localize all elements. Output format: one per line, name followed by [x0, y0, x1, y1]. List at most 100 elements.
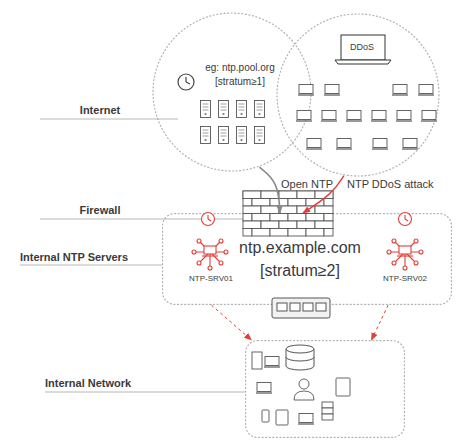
- firewall-wall: [297, 221, 315, 229]
- computer-icon: [396, 111, 412, 122]
- firewall-wall: [243, 214, 252, 222]
- computer-icon: [321, 111, 337, 122]
- laptop-icon: [335, 60, 391, 64]
- ntp-server-icon: [419, 250, 423, 254]
- device-icon: [322, 408, 333, 414]
- computer-icon: [306, 139, 322, 150]
- node-text: [stratum≥1]: [190, 76, 290, 88]
- server-icon: [237, 127, 247, 144]
- firewall-wall: [288, 214, 306, 222]
- node-outline: [152, 12, 312, 172]
- leader-line: [20, 119, 245, 392]
- firewall-wall: [270, 229, 288, 237]
- leader-line: [45, 392, 245, 393]
- firewall-wall: [279, 221, 297, 229]
- firewall-wall: [243, 206, 261, 214]
- computer-icon: [298, 85, 314, 96]
- ntp-server-icon: [197, 261, 201, 265]
- device-icon: [276, 410, 288, 425]
- ntp-server-icon: [399, 246, 411, 254]
- device-icon: [322, 414, 333, 420]
- device-icon: [336, 378, 350, 396]
- ntp-server-icon: [399, 213, 412, 226]
- server-icon: [237, 101, 247, 118]
- dotted-box: [246, 341, 405, 438]
- laptop-icon: [341, 35, 385, 60]
- clock-icon: [178, 74, 194, 90]
- firewall-wall: [261, 191, 279, 199]
- firewall-wall: [243, 199, 252, 207]
- device-icon: [252, 352, 262, 369]
- ntp-server-icon: [403, 266, 407, 270]
- firewall-wall: [243, 191, 333, 199]
- ntp-server-icon: [397, 255, 413, 256]
- dotted-circle: [153, 13, 311, 171]
- node-text: DDoS: [342, 42, 382, 53]
- device-icon: [252, 352, 350, 425]
- device-icon: [262, 410, 269, 422]
- firewall-wall: [279, 191, 297, 199]
- flow-arrow: [211, 305, 251, 340]
- ntp-server-icon: [197, 239, 201, 243]
- server-icon: [201, 101, 265, 144]
- node-text: [stratum≥2]: [215, 261, 385, 280]
- ntp-server-icon: [204, 246, 216, 254]
- ntp-server-icon: [192, 250, 196, 254]
- database-icon: [286, 345, 314, 370]
- node-text: NTP-SRV01: [182, 274, 240, 284]
- ntp-server-icon: [194, 241, 226, 268]
- flow-arrow: [259, 167, 280, 213]
- ntp-server-icon: [219, 239, 223, 243]
- edge-label: NTP DDoS attack: [347, 178, 457, 191]
- firewall-wall: [288, 229, 306, 237]
- firewall-wall: [324, 214, 333, 222]
- firewall-wall: [306, 214, 324, 222]
- node-text: NTP-SRV02: [376, 274, 434, 284]
- server-icon: [201, 127, 211, 144]
- clock-icon: [178, 74, 194, 90]
- computer-icon: [336, 139, 352, 150]
- database-icon: [286, 345, 314, 353]
- node-text: Internal NTP Servers: [20, 251, 160, 264]
- firewall-wall: [243, 191, 261, 199]
- network-switch: [303, 303, 313, 311]
- ntp-server-icon: [414, 261, 418, 265]
- firewall-wall: [297, 191, 315, 199]
- computer-icon: [372, 139, 388, 150]
- computer-icon: [421, 111, 437, 122]
- device-icon: [264, 357, 280, 368]
- firewall-wall: [261, 221, 279, 229]
- device-icon: [298, 414, 314, 425]
- firewall-wall: [243, 229, 252, 237]
- server-icon: [219, 127, 229, 144]
- server-icon: [255, 101, 265, 118]
- firewall-wall: [252, 214, 270, 222]
- ntp-server-icon: [405, 215, 408, 221]
- ntp-server-icon: [208, 215, 211, 221]
- network-switch: [316, 303, 326, 311]
- device-icon: [299, 379, 309, 389]
- device-icon: [294, 391, 314, 400]
- firewall-wall: [324, 199, 333, 207]
- node-text: Internal Network: [45, 377, 185, 390]
- ntp-server-icon: [208, 266, 212, 270]
- node-text: ntp.example.com: [215, 238, 385, 257]
- server-icon: [219, 101, 229, 118]
- computer-icon: [346, 111, 362, 122]
- computer-icon: [296, 111, 312, 122]
- firewall-wall: [243, 191, 333, 236]
- firewall-wall: [252, 199, 270, 207]
- firewall-wall: [324, 229, 333, 237]
- computer-icon: [371, 111, 387, 122]
- database-icon: [286, 357, 314, 361]
- computer-icon: [296, 85, 437, 150]
- ntp-server-icon: [224, 250, 228, 254]
- computer-icon: [418, 85, 434, 96]
- ntp-server-icon: [387, 213, 423, 271]
- server-icon: [255, 127, 265, 144]
- network-switch: [290, 303, 300, 311]
- ntp-server-icon: [192, 213, 228, 271]
- ntp-server-icon: [392, 239, 396, 243]
- firewall-wall: [252, 229, 270, 237]
